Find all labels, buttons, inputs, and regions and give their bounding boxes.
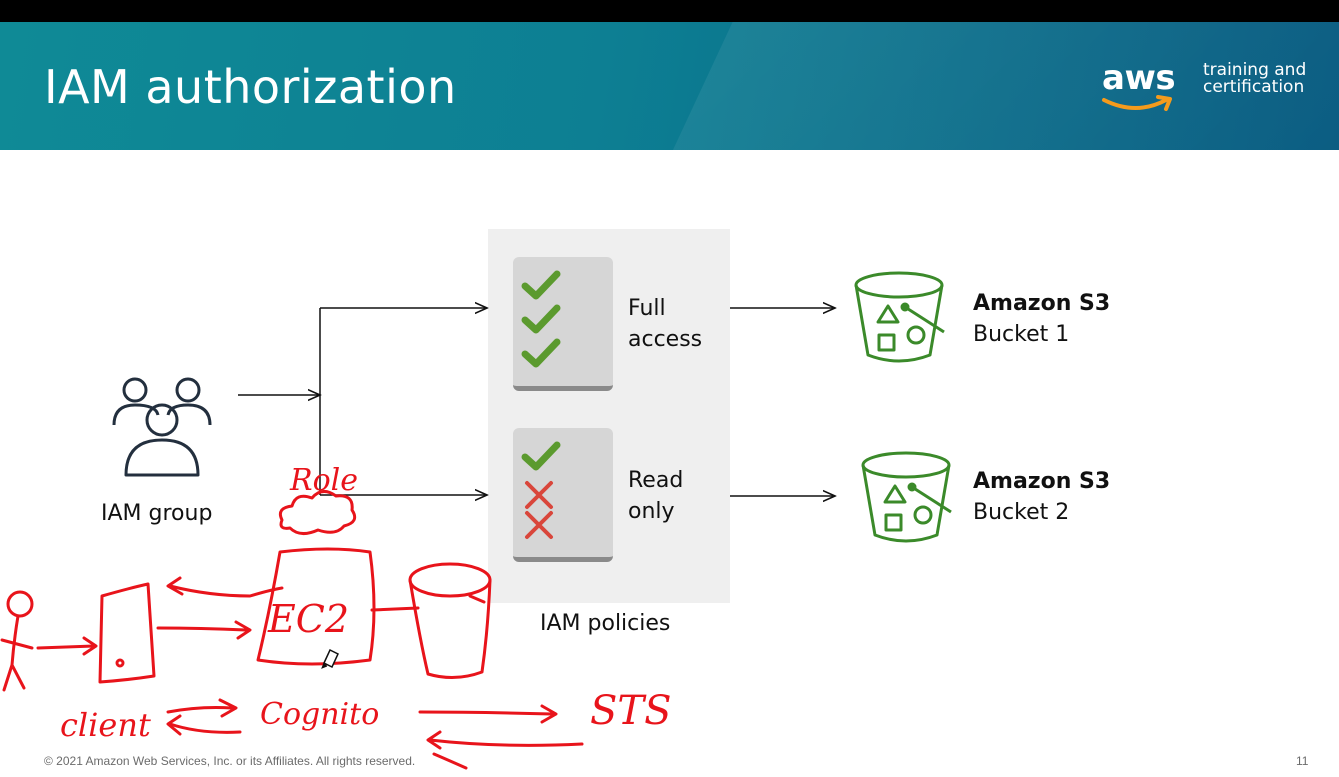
handwritten-ec2: EC2 [267, 597, 349, 641]
aws-logo-word: aws [1102, 58, 1176, 98]
s3-bucket-icon [861, 451, 952, 543]
cross-icon [525, 511, 553, 539]
aws-smile-icon [1102, 95, 1172, 111]
slide-header: IAM authorization aws training and certi… [0, 22, 1339, 150]
read-only-label: Read only [628, 468, 684, 524]
check-icon [521, 270, 561, 300]
pen-cursor-icon [321, 648, 339, 669]
cross-icon [525, 481, 553, 509]
copyright-footer: © 2021 Amazon Web Services, Inc. or its … [44, 754, 416, 768]
logo-line2: certification [1203, 77, 1305, 97]
slide-title: IAM authorization [44, 60, 457, 114]
check-icon [521, 304, 561, 334]
page-number: 11 [1296, 754, 1309, 768]
client-device-sketch [98, 582, 156, 684]
bucket-sketch [408, 562, 492, 598]
aws-training-logo: aws training and certification [1098, 58, 1308, 138]
check-icon [521, 338, 561, 368]
bucket1-label: Amazon S3 Bucket 1 [973, 291, 1111, 347]
full-access-label: Full access [628, 296, 703, 352]
handwritten-client: client [60, 706, 151, 744]
role-cloud-sketch [278, 490, 357, 535]
handwritten-cognito: Cognito [260, 697, 379, 732]
handwritten-annotations [0, 490, 584, 770]
logo-line1: training and [1203, 60, 1307, 80]
handwritten-sts: STS [590, 688, 671, 734]
check-icon [521, 441, 561, 471]
logo-subtitle: training and certification [1203, 62, 1306, 96]
handwritten-role: Role [289, 463, 358, 498]
s3-bucket-icon [854, 271, 945, 363]
full-access-policy-document [513, 257, 613, 391]
iam-group-icon [112, 377, 212, 477]
bucket2-label: Amazon S3 Bucket 2 [973, 469, 1111, 525]
iam-policies-label: IAM policies [540, 611, 671, 636]
top-bar [0, 0, 1339, 22]
connector-lines [238, 308, 835, 496]
iam-group-label: IAM group [101, 501, 213, 526]
ec2-box-sketch [256, 547, 376, 666]
user-stick-figure-sketch [0, 590, 34, 692]
read-only-policy-document [513, 428, 613, 562]
